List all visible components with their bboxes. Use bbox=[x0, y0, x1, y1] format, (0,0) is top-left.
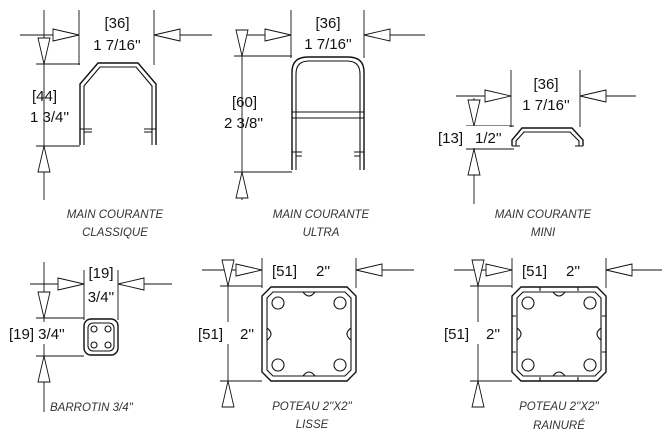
caption-line-1: MAIN COURANTE bbox=[67, 209, 164, 221]
width-mm-label: [36] bbox=[104, 15, 129, 32]
caption-line-2: CLASSIQUE bbox=[82, 227, 148, 239]
height-mm-label: [44] bbox=[32, 88, 57, 105]
arrow-icon bbox=[605, 263, 633, 277]
width-mm-label: [51] bbox=[272, 263, 297, 280]
height-in-label: 1/2'' bbox=[475, 130, 502, 147]
height-mm-label: [13] bbox=[438, 130, 463, 147]
height-in-label: 2'' bbox=[486, 326, 500, 343]
height-mm-label: [51] bbox=[198, 326, 223, 343]
caption-line-2: LISSE bbox=[296, 419, 329, 431]
arrow-icon bbox=[52, 28, 80, 42]
profile-classique: [36] 1 7/16'' [44] 1 3/4'' MAIN COURANTE… bbox=[20, 10, 212, 239]
height-mm-label: [60] bbox=[232, 94, 257, 111]
caption-line-1: BARROTIN 3/4'' bbox=[50, 402, 134, 414]
arrow-icon bbox=[37, 37, 51, 65]
height-in-label: 2'' bbox=[240, 326, 254, 343]
arrow-icon bbox=[235, 29, 249, 57]
arrow-icon bbox=[221, 259, 235, 287]
arrow-icon bbox=[264, 28, 292, 42]
caption-line-2: RAINURÉ bbox=[533, 419, 585, 432]
arrow-icon bbox=[471, 259, 485, 287]
width-mm-label: [36] bbox=[315, 15, 340, 32]
caption-line-1: POTEAU 2''X2'' bbox=[272, 401, 353, 413]
profile-poteau-rainure: [51] 2'' [51] 2'' POTEAU 2''X2'' RAINURÉ bbox=[442, 258, 662, 432]
profile-poteau-lisse: [51] 2'' [51] 2'' POTEAU 2''X2'' LISSE bbox=[196, 258, 414, 431]
caption-line-2: MINI bbox=[531, 227, 556, 239]
width-in-label: 1 7/16'' bbox=[93, 37, 141, 54]
arrow-icon bbox=[485, 263, 513, 277]
arrow-icon bbox=[117, 277, 145, 291]
arrow-icon bbox=[467, 99, 481, 127]
height-in-label: 2 3/8'' bbox=[224, 115, 263, 132]
caption-line-2: ULTRA bbox=[303, 227, 340, 239]
height-mm-label: [51] bbox=[444, 326, 469, 343]
arrow-icon bbox=[484, 89, 512, 103]
arrow-icon bbox=[153, 28, 181, 42]
width-in-label: 1 7/16'' bbox=[522, 97, 570, 114]
caption-line-1: MAIN COURANTE bbox=[273, 209, 370, 221]
arrow-icon bbox=[471, 380, 485, 408]
profile-ultra: [36] 1 7/16'' [60] 2 3/8'' MAIN COURANTE… bbox=[224, 10, 425, 239]
width-in-label: 2'' bbox=[566, 263, 580, 280]
height-in-label: 1 3/4'' bbox=[30, 109, 69, 126]
caption-line-1: POTEAU 2''X2'' bbox=[519, 401, 600, 413]
arrow-icon bbox=[579, 89, 607, 103]
arrow-icon bbox=[235, 171, 249, 199]
arrow-icon bbox=[221, 380, 235, 408]
arrow-icon bbox=[355, 263, 383, 277]
profile-mini: [36] 1 7/16'' [13] 1/2'' MAIN COURANTE M… bbox=[435, 70, 636, 239]
arrow-icon bbox=[57, 277, 85, 291]
arrow-icon bbox=[37, 355, 51, 383]
arrow-icon bbox=[37, 145, 51, 173]
arrow-icon bbox=[363, 28, 391, 42]
width-mm-label: [19] bbox=[88, 265, 113, 282]
caption-line-1: MAIN COURANTE bbox=[495, 209, 592, 221]
height-label: [19] 3/4'' bbox=[9, 326, 65, 343]
width-mm-label: [51] bbox=[522, 263, 547, 280]
width-mm-label: [36] bbox=[533, 76, 558, 93]
arrow-icon bbox=[235, 263, 263, 277]
width-in-label: 1 7/16'' bbox=[304, 36, 352, 53]
profile-barrotin: [19] 3/4'' [19] 3/4'' BARROTIN 3/4'' bbox=[8, 262, 172, 414]
width-in-label: 3/4'' bbox=[88, 289, 115, 306]
arrow-icon bbox=[37, 291, 51, 319]
arrow-icon bbox=[467, 148, 481, 176]
width-in-label: 2'' bbox=[316, 263, 330, 280]
